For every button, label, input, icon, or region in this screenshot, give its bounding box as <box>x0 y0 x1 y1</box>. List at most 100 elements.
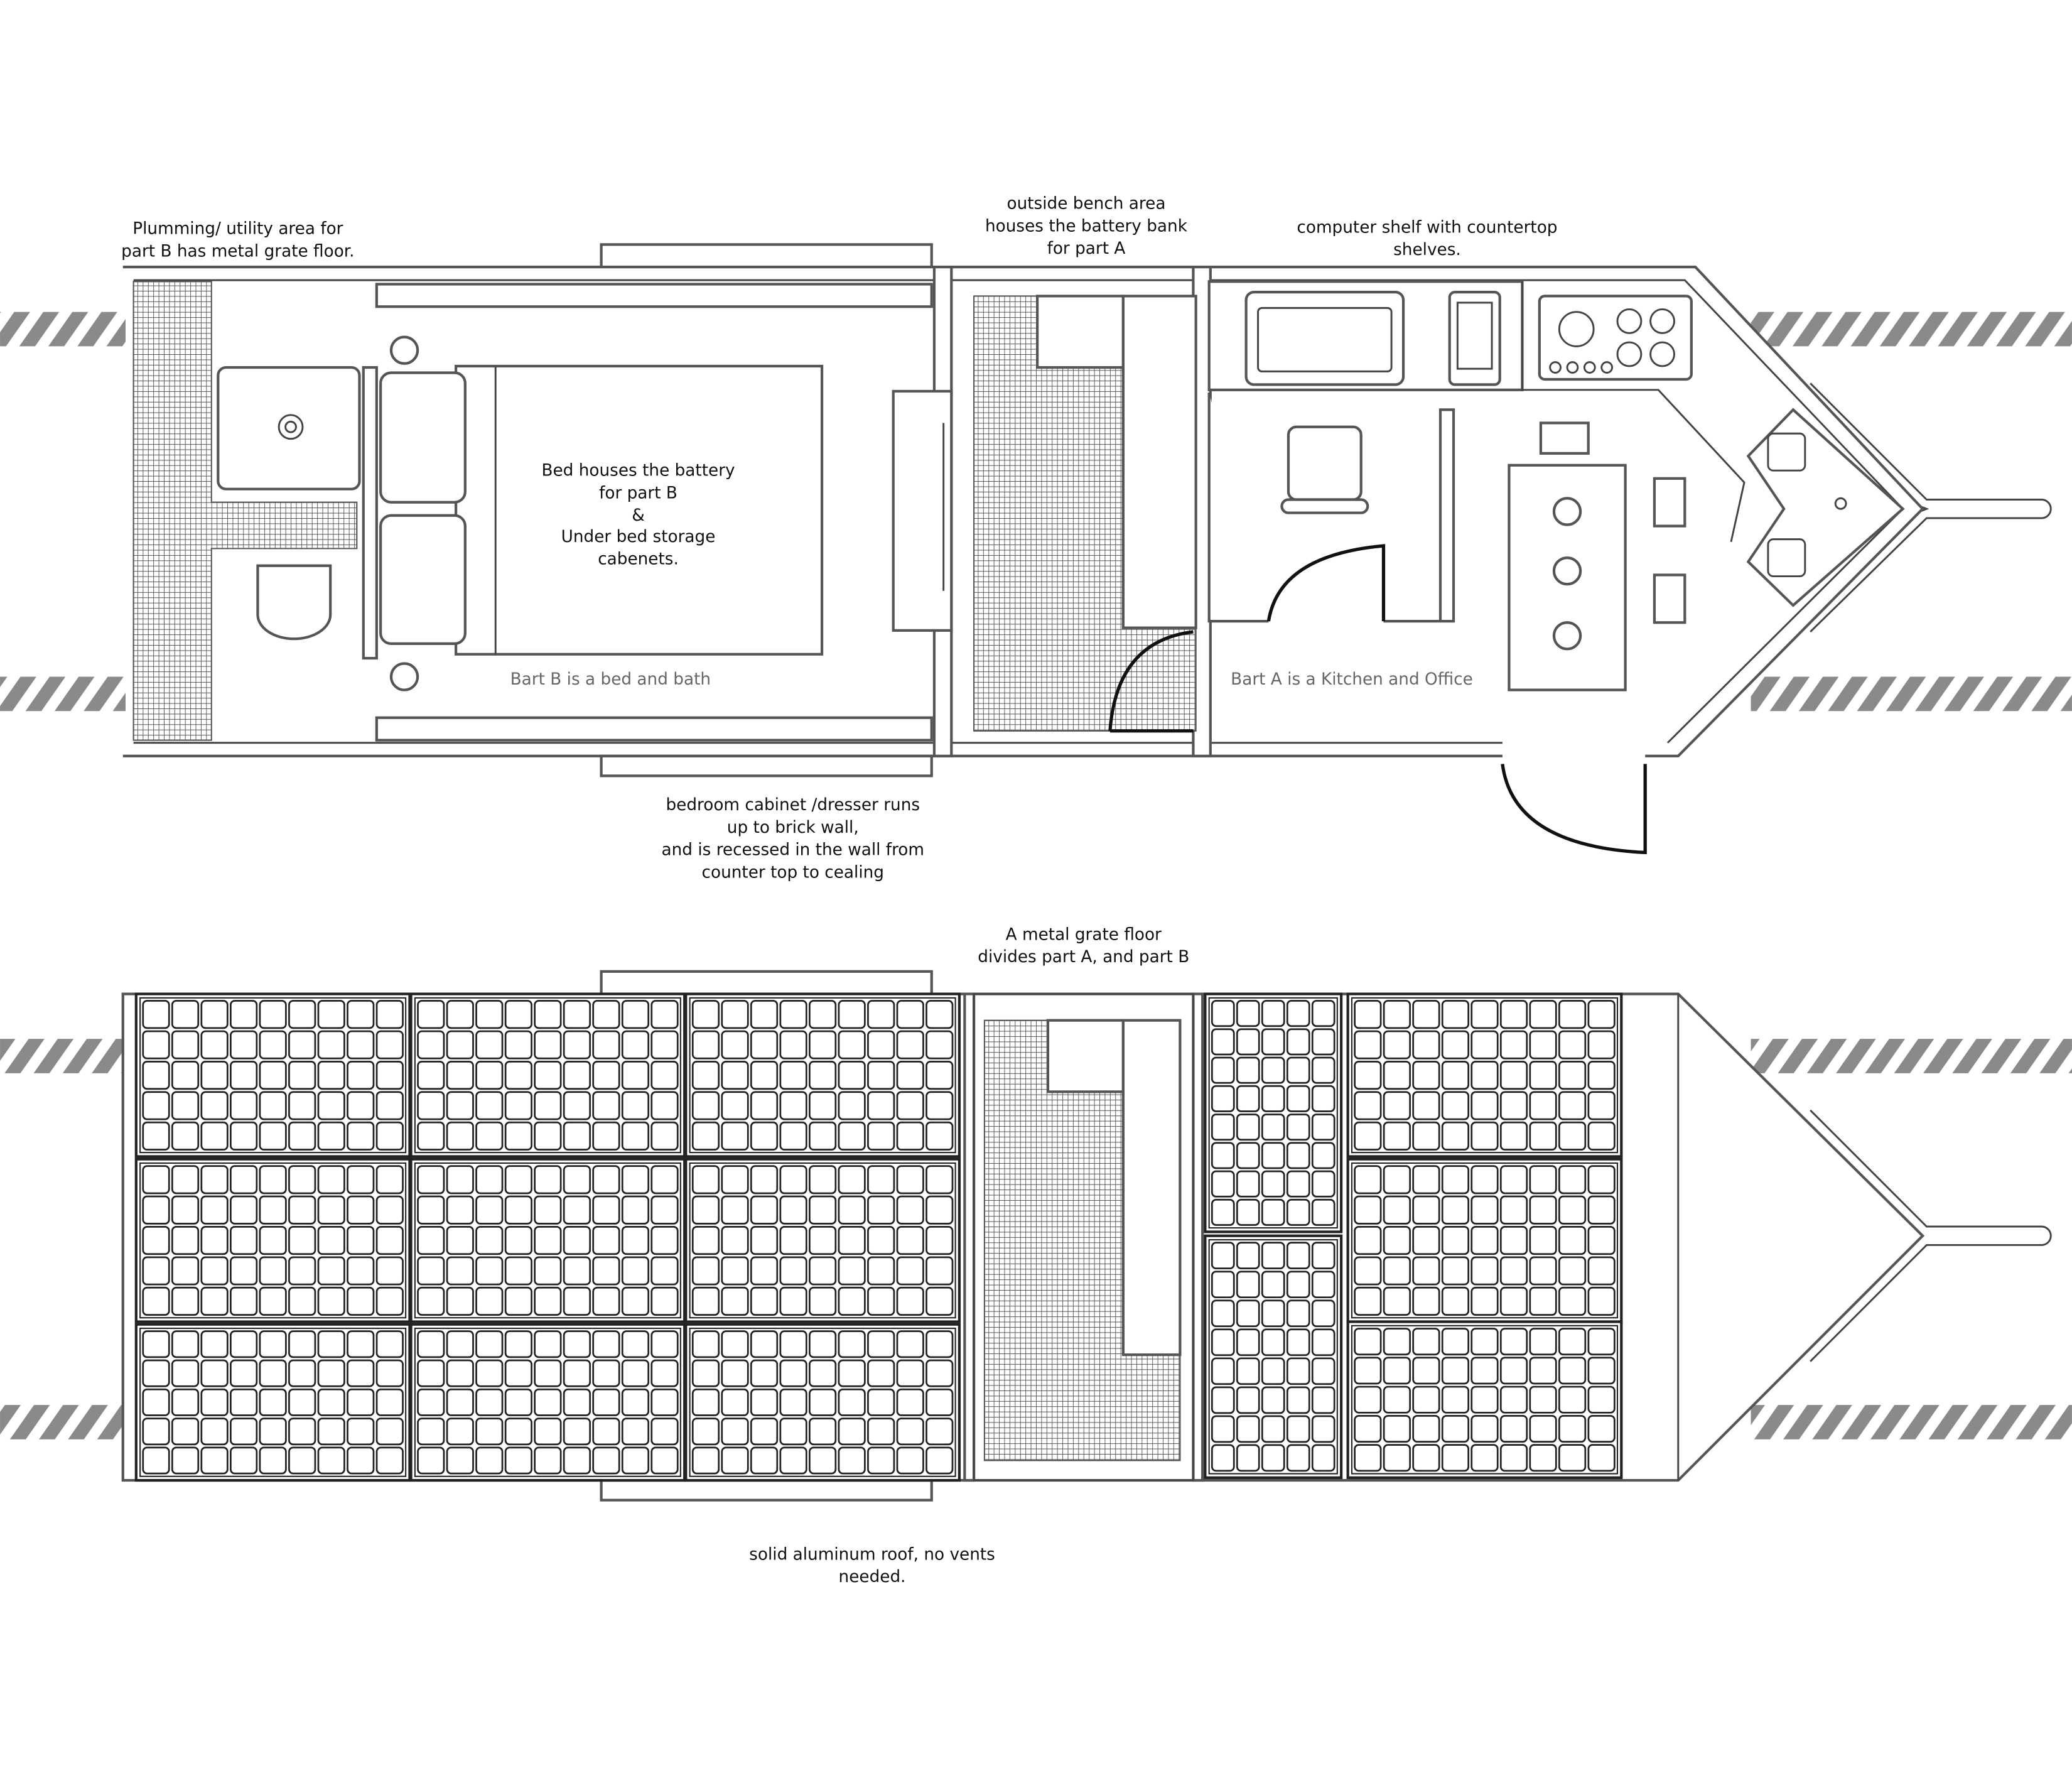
solar-cell <box>446 1165 474 1195</box>
roof-divider <box>1192 992 1204 1482</box>
pillow <box>379 514 467 646</box>
solar-cell <box>1529 1121 1557 1151</box>
solar-cell <box>592 1226 620 1255</box>
solar-cell <box>1286 1085 1310 1112</box>
solar-cell <box>1558 1385 1587 1414</box>
solar-cell <box>1587 1286 1616 1316</box>
solar-cell <box>925 1256 954 1286</box>
solar-cell <box>288 1446 316 1475</box>
solar-cell <box>259 1417 287 1446</box>
solar-cell <box>925 1121 954 1151</box>
solar-cell <box>838 1359 866 1387</box>
solar-cell <box>1211 1170 1235 1198</box>
solar-cell <box>504 1417 532 1446</box>
solar-cell <box>1529 1328 1557 1356</box>
solar-cell <box>1412 1000 1440 1029</box>
solar-cell <box>1354 1226 1382 1255</box>
solar-cell <box>475 1286 504 1316</box>
bump-out-bottom <box>600 754 933 778</box>
office-walls <box>1207 393 1455 623</box>
solar-cell <box>691 1000 720 1029</box>
solar-cell <box>142 1030 170 1060</box>
solar-cell <box>896 1256 924 1286</box>
solar-panel <box>409 1157 686 1323</box>
solar-cell <box>1499 1091 1528 1120</box>
solar-cell <box>1499 1195 1528 1225</box>
solar-cell <box>1441 1000 1470 1029</box>
solar-cell <box>563 1286 591 1316</box>
solar-panel <box>684 1323 961 1482</box>
solar-cell <box>1261 1242 1285 1270</box>
label-part-a: Bart A is a Kitchen and Office <box>1231 670 1473 689</box>
knob <box>1583 361 1596 374</box>
solar-cell <box>1470 1328 1499 1356</box>
solar-cell <box>259 1060 287 1090</box>
solar-cell <box>504 1060 532 1090</box>
solar-cell <box>1311 1114 1335 1141</box>
solar-cell <box>475 1417 504 1446</box>
solar-cell <box>1529 1091 1557 1120</box>
solar-cell <box>1211 1271 1235 1299</box>
solar-cell <box>691 1226 720 1255</box>
solar-cell <box>1499 1256 1528 1286</box>
solar-cell <box>1383 1357 1411 1385</box>
solar-panel-inner-frame <box>139 1327 407 1477</box>
solar-cell <box>288 1165 316 1195</box>
solar-panel <box>1346 1320 1623 1479</box>
solar-cell <box>809 1286 837 1316</box>
solar-cell <box>925 1060 954 1090</box>
solar-cell <box>621 1030 650 1060</box>
solar-cell <box>1558 1256 1587 1286</box>
solar-cell <box>534 1000 562 1029</box>
solar-cell <box>375 1060 404 1090</box>
solar-cell <box>650 1330 679 1358</box>
solar-cell <box>1211 1386 1235 1414</box>
solar-cell <box>650 1417 679 1446</box>
solar-cell <box>375 1359 404 1387</box>
solar-cell <box>142 1388 170 1416</box>
solar-cell <box>779 1330 807 1358</box>
solar-cell <box>1499 1165 1528 1195</box>
solar-cell <box>1529 1195 1557 1225</box>
solar-cell <box>650 1060 679 1090</box>
solar-cell <box>1441 1414 1470 1443</box>
solar-cell <box>592 1359 620 1387</box>
solar-cell <box>691 1060 720 1090</box>
solar-cell <box>1529 1256 1557 1286</box>
solar-cell <box>867 1446 895 1475</box>
solar-cell <box>691 1165 720 1195</box>
solar-panel <box>409 1323 686 1482</box>
solar-cell <box>838 1256 866 1286</box>
solar-cell <box>691 1030 720 1060</box>
solar-cell <box>1383 1385 1411 1414</box>
solar-cell <box>779 1359 807 1387</box>
bump-out-bottom <box>600 1478 933 1502</box>
solar-cell <box>475 1000 504 1029</box>
solar-cell <box>475 1359 504 1387</box>
solar-cell <box>925 1195 954 1225</box>
solar-cell <box>592 1030 620 1060</box>
solar-cell <box>1499 1328 1528 1356</box>
solar-cell <box>1470 1414 1499 1443</box>
solar-cell <box>317 1286 345 1316</box>
solar-cell <box>446 1286 474 1316</box>
solar-cell <box>1558 1121 1587 1151</box>
solar-cell <box>779 1417 807 1446</box>
solar-cell <box>1354 1286 1382 1316</box>
solar-cell <box>1529 1226 1557 1255</box>
solar-cell <box>1470 1165 1499 1195</box>
solar-cell <box>446 1091 474 1120</box>
solar-cell <box>504 1359 532 1387</box>
solar-cell <box>475 1226 504 1255</box>
solar-cell <box>200 1446 229 1475</box>
solar-cell <box>592 1446 620 1475</box>
solar-cell <box>1470 1030 1499 1060</box>
solar-cell <box>1587 1000 1616 1029</box>
solar-cell <box>838 1388 866 1416</box>
bump-out-top <box>600 243 933 269</box>
solar-cell <box>417 1226 445 1255</box>
solar-cell <box>229 1121 258 1151</box>
solar-cell <box>347 1091 375 1120</box>
solar-cell <box>750 1030 779 1060</box>
solar-cell <box>259 1446 287 1475</box>
